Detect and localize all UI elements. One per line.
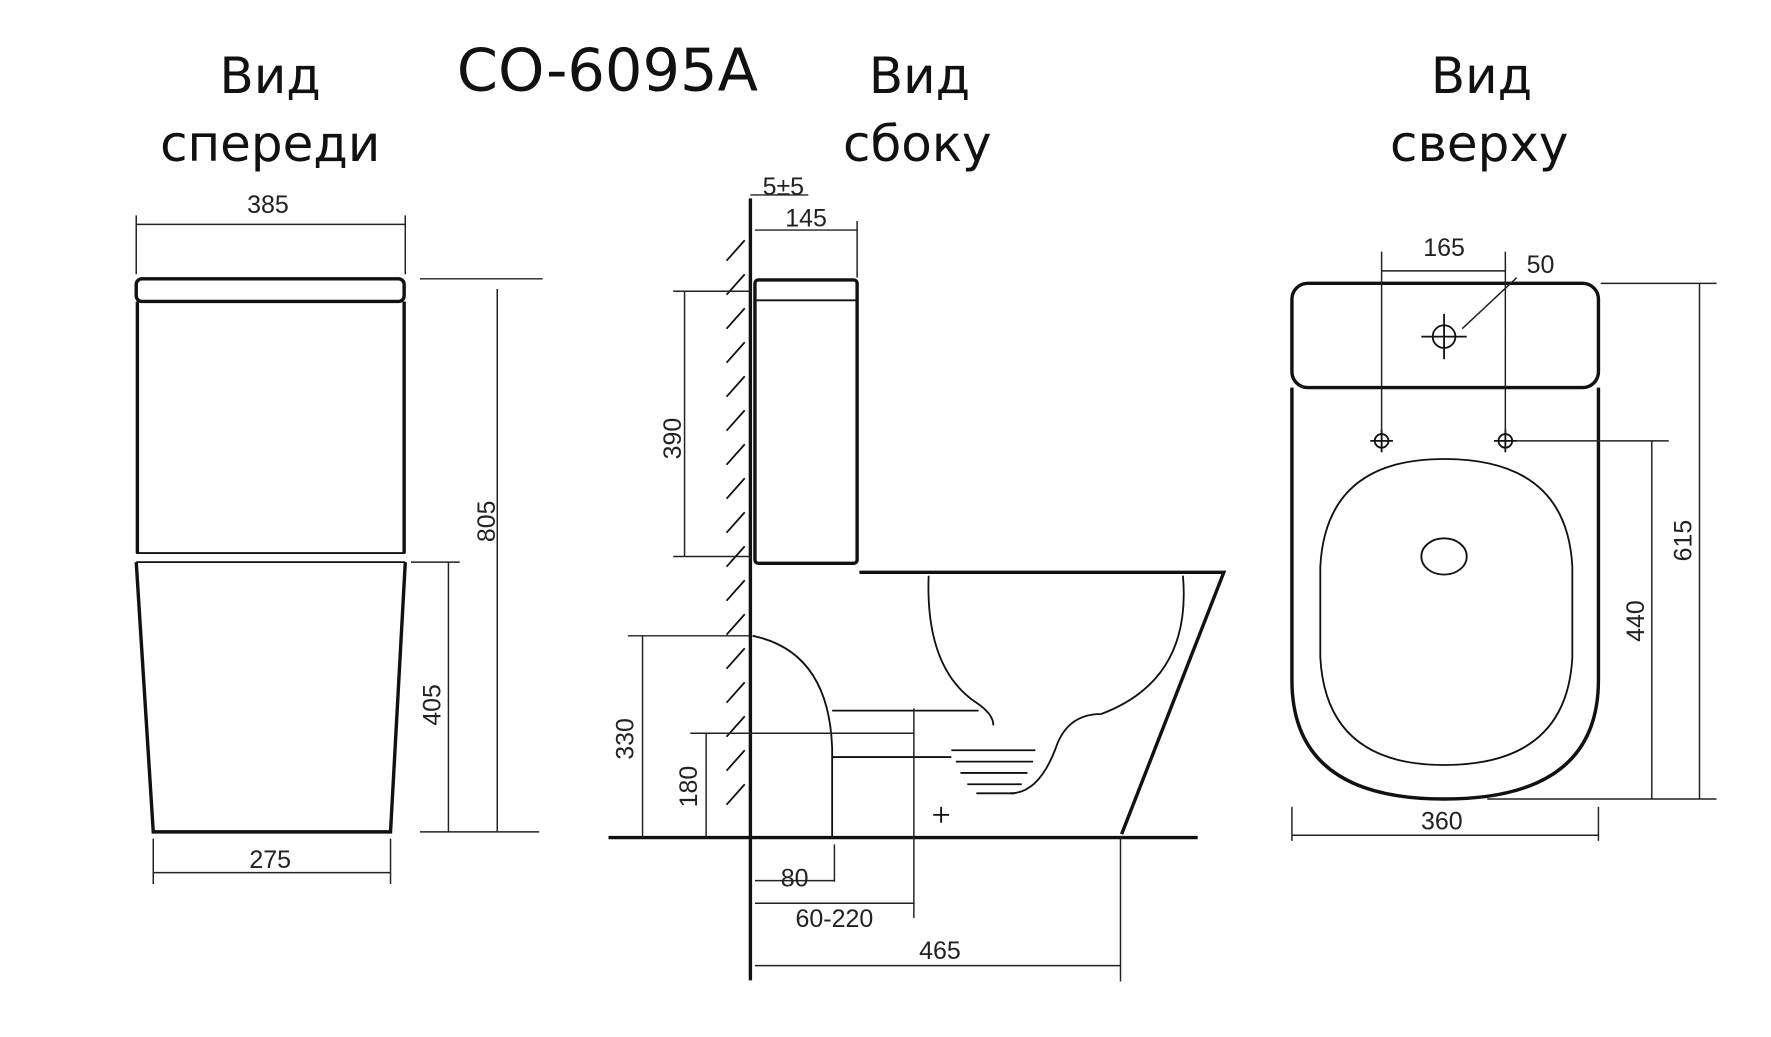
bowl-outline xyxy=(134,562,407,834)
dim-line-360 xyxy=(1291,806,1600,841)
tank-top xyxy=(1290,281,1601,390)
dim-165: 165 xyxy=(1423,234,1465,262)
flush-hole-icon xyxy=(1421,313,1467,360)
bowl-side-outline xyxy=(859,570,1227,835)
dim-805: 805 xyxy=(473,501,501,543)
tank-lid xyxy=(134,277,406,304)
dim-385: 385 xyxy=(247,191,289,219)
seat-mount-right-icon xyxy=(1493,429,1517,453)
dim-line-385 xyxy=(135,215,407,275)
bowl-top-outline xyxy=(1290,387,1601,801)
dim-lines-height xyxy=(410,278,543,833)
dim-390: 390 xyxy=(659,418,687,460)
seat-mount-left-icon xyxy=(1370,429,1393,453)
top-view-title-1: Вид xyxy=(1431,47,1532,105)
front-view-title-1: Вид xyxy=(220,47,321,105)
top-view-title-2: сверху xyxy=(1390,115,1568,173)
dim-440: 440 xyxy=(1622,600,1650,642)
dim-50: 50 xyxy=(1527,251,1555,279)
dim-lines-top xyxy=(750,194,858,278)
dim-lines-330-180 xyxy=(627,635,914,838)
dim-615: 615 xyxy=(1670,520,1698,562)
dim-145: 145 xyxy=(785,205,827,233)
dim-line-390 xyxy=(673,290,750,558)
side-view: 5±5 145 390 330 180 80 60-220 465 xyxy=(608,173,1227,982)
dim-60-220: 60-220 xyxy=(796,905,874,933)
seat-opening xyxy=(1319,458,1574,766)
tank-bowl-joint xyxy=(136,552,406,564)
side-view-title-1: Вид xyxy=(869,47,970,105)
back-curve xyxy=(752,634,834,838)
tank-side xyxy=(753,278,859,565)
front-view-title-2: спереди xyxy=(160,115,380,173)
dim-465: 465 xyxy=(919,937,961,965)
dim-lines-bottom xyxy=(754,708,1122,982)
trap-hatch xyxy=(951,749,1036,795)
dim-180: 180 xyxy=(675,766,703,808)
dim-330: 330 xyxy=(611,718,639,760)
top-view: 165 50 615 440 360 xyxy=(1290,234,1717,841)
dim-line-275 xyxy=(152,838,392,884)
drain-hole xyxy=(1420,537,1468,576)
front-view: 385 805 405 275 xyxy=(134,191,543,884)
wall-hatch xyxy=(725,239,746,806)
model-title: CO-6095A xyxy=(457,36,758,105)
bowl-interior xyxy=(927,575,1185,795)
fixing-point-icon xyxy=(933,806,950,823)
dim-lines-holes xyxy=(1380,251,1518,433)
dim-360: 360 xyxy=(1421,808,1463,836)
side-view-title-2: сбоку xyxy=(843,115,992,173)
tank-outline xyxy=(135,301,406,554)
dim-275: 275 xyxy=(249,846,291,874)
dim-80: 80 xyxy=(781,864,809,892)
outlet-lines xyxy=(832,709,979,758)
dim-5-5: 5±5 xyxy=(763,173,804,201)
dim-405: 405 xyxy=(418,684,446,726)
dim-lines-length xyxy=(1487,282,1717,800)
